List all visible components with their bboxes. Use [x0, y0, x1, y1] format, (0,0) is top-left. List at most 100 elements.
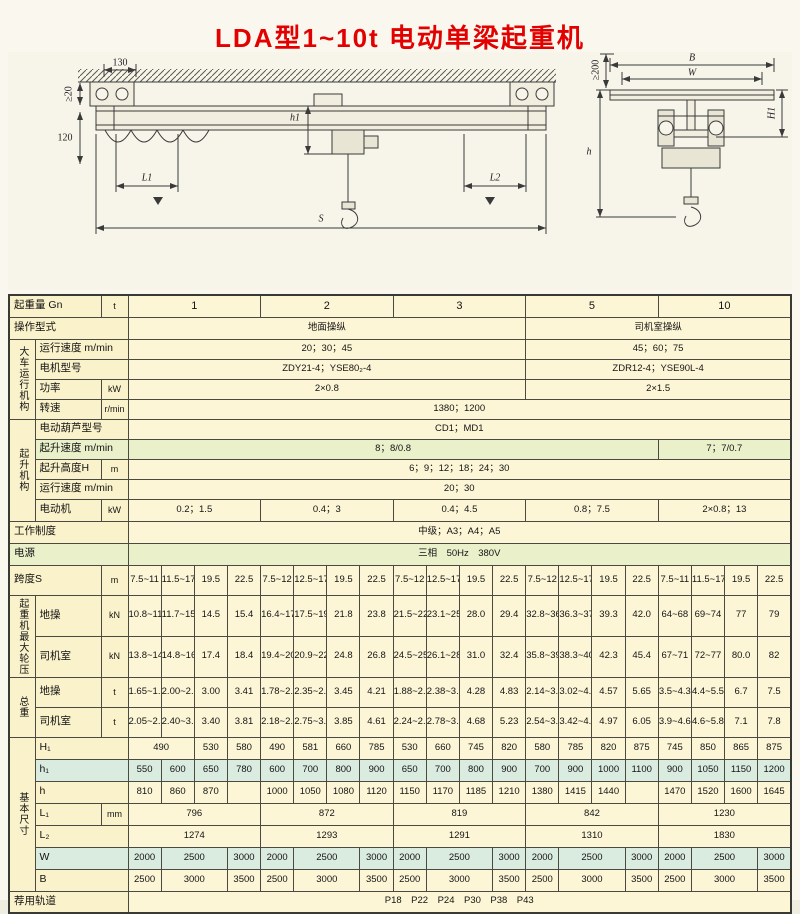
dim-label-130: 130	[112, 57, 128, 69]
group-label-cell: 起升机构	[8, 418, 36, 522]
table-cell: 12.5~17	[293, 564, 328, 596]
table-cell: 3500	[624, 868, 659, 892]
table-cell: 3500	[757, 868, 792, 892]
table-cell: 5.65	[624, 676, 659, 708]
row-label-cell: h₁	[34, 758, 129, 782]
table-cell: 2000	[525, 846, 560, 870]
table-cell: 22.5	[757, 564, 792, 596]
table-cell: 1830	[657, 824, 792, 848]
table-cell: 1120	[359, 780, 394, 804]
table-cell: 5	[525, 294, 659, 318]
table-cell: 1230	[657, 802, 792, 826]
row-label-cell: 电动葫芦型号	[34, 418, 129, 440]
table-cell: 14.5	[193, 594, 228, 637]
table-cell: 580	[525, 736, 560, 760]
table-cell: 4.61	[359, 706, 394, 738]
table-cell: 0.4；4.5	[392, 498, 527, 522]
table-cell: 3000	[624, 846, 659, 870]
table-cell: 11.7~15.5	[160, 594, 195, 637]
table-cell: 7；7/0.7	[657, 438, 792, 460]
table-cell: 3.42~4.52	[558, 706, 593, 738]
table-cell: 820	[591, 736, 626, 760]
table-cell: 865	[724, 736, 759, 760]
table-cell: 870	[193, 780, 228, 804]
table-cell: 700	[425, 758, 460, 782]
table-cell: 2000	[260, 846, 295, 870]
table-cell: 64~68	[657, 594, 692, 637]
table-cell: 581	[293, 736, 328, 760]
table-cell: 19.5	[458, 564, 494, 596]
table-cell: 4.68	[458, 706, 494, 738]
table-cell: 650	[392, 758, 427, 782]
table-cell: 550	[127, 758, 162, 782]
table-cell: 3000	[690, 868, 759, 892]
table-cell: 4.6~5.8	[690, 706, 726, 738]
table-cell: 32.8~36	[525, 594, 560, 637]
table-cell: 三相 50Hz 380V	[127, 542, 792, 566]
table-cell: 2.54~3.42	[525, 706, 560, 738]
dim-label-ge200: ≥200	[590, 59, 602, 81]
table-cell: 2×0.8	[127, 378, 527, 400]
row-label-cell: 司机室	[34, 706, 102, 738]
table-cell: 3.02~4.12	[558, 676, 593, 708]
row-label-cell: 运行速度 m/min	[34, 338, 129, 360]
table-cell: 700	[293, 758, 328, 782]
table-cell: 2500	[392, 868, 427, 892]
table-cell: 67~71	[657, 635, 692, 678]
table-cell: 39.3	[591, 594, 626, 637]
table-cell: 0.4；3	[260, 498, 394, 522]
table-cell: 4.4~5.5	[690, 676, 726, 708]
table-cell: 80.0	[724, 635, 759, 678]
table-cell: 819	[392, 802, 527, 826]
table-cell: 1100	[624, 758, 659, 782]
table-cell: 1470	[657, 780, 692, 804]
unit-cell: t	[100, 294, 129, 318]
table-cell: 72~77	[690, 635, 726, 678]
row-label-cell: L₁	[34, 802, 102, 826]
table-cell: 0.8；7.5	[525, 498, 659, 522]
row-label-cell: 地操	[34, 676, 102, 708]
table-cell: 6；9；12；18；24；30	[127, 458, 792, 480]
table-cell: 19.5	[326, 564, 361, 596]
table-cell: 19.5	[193, 564, 228, 596]
table-cell: 19.5	[724, 564, 759, 596]
table-cell: 2500	[525, 868, 560, 892]
table-cell: 600	[260, 758, 295, 782]
table-cell: 12.5~17	[558, 564, 593, 596]
table-cell: 2500	[425, 846, 494, 870]
table-cell: 4.21	[359, 676, 394, 708]
table-cell: 1.65~1.97	[127, 676, 162, 708]
table-cell: 796	[127, 802, 262, 826]
table-cell: 850	[690, 736, 726, 760]
table-cell: 1000	[591, 758, 626, 782]
table-cell: 7.5	[757, 676, 792, 708]
unit-cell: mm	[100, 802, 129, 826]
dim-label-120: 120	[57, 132, 73, 144]
unit-cell: t	[100, 706, 129, 738]
table-cell: 42.0	[624, 594, 659, 637]
table-cell: 23.1~25.7	[425, 594, 460, 637]
table-cell: ZDY21-4；YSE80₂-4	[127, 358, 527, 380]
table-cell: 1380	[525, 780, 560, 804]
table-cell: 2.78~3.93	[425, 706, 460, 738]
dim-label-h1-small: h1	[290, 112, 300, 124]
table-cell: 19.4~20.6	[260, 635, 295, 678]
technical-drawing: 130 ≥20 120 L1 L2 S h1 B W ≥200 H1 h	[8, 52, 792, 290]
table-cell: 875	[757, 736, 792, 760]
table-cell: 2500	[160, 846, 228, 870]
table-cell: 3.00	[193, 676, 228, 708]
table-cell: 38.3~40.8	[558, 635, 593, 678]
dim-label-w: W	[687, 67, 697, 79]
table-cell: 700	[525, 758, 560, 782]
table-cell: 2.24~2.64	[392, 706, 427, 738]
table-cell: 2	[260, 294, 394, 318]
table-cell: 21.5~22.6	[392, 594, 427, 637]
table-cell: 21.8	[326, 594, 361, 637]
table-cell: 2.38~3.53	[425, 676, 460, 708]
row-label-cell: 操作型式	[8, 316, 129, 340]
table-cell: 900	[657, 758, 692, 782]
page-title: LDA型1~10t 电动单梁起重机	[215, 23, 585, 53]
table-cell: 490	[260, 736, 295, 760]
table-cell: 810	[127, 780, 162, 804]
table-cell: 22.5	[359, 564, 394, 596]
